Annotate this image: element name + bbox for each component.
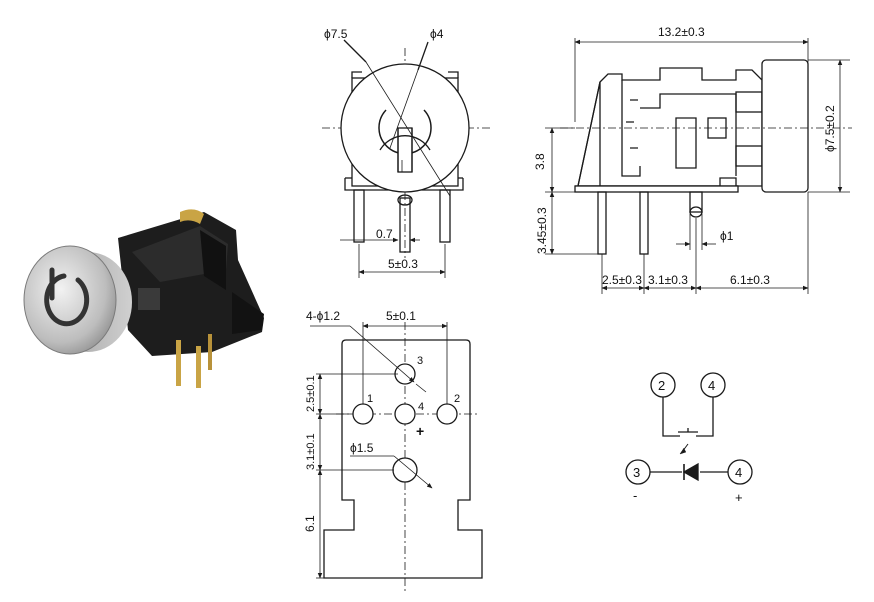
sch-minus-sign: - [633, 488, 637, 503]
fp-plus-mark: + [416, 423, 424, 439]
side-view [545, 38, 852, 294]
fp-pin-1-label: 1 [367, 393, 373, 405]
fp-pin-2-label: 2 [454, 393, 460, 405]
fp-hole-spec-label: 4-ϕ1.2 [306, 309, 340, 323]
side-pitch-b-label: 3.1±0.3 [648, 273, 688, 287]
fp-dim-v1-label: 2.5±0.1 [305, 375, 317, 412]
product-photo [23, 209, 264, 388]
side-length-label: 13.2±0.3 [658, 25, 705, 39]
fp-dim-v2-label: 3.1±0.1 [305, 433, 317, 470]
side-pin-length-label: 3.45±0.3 [535, 207, 549, 254]
schematic-symbol [625, 372, 753, 485]
top-dia-outer-label: ϕ7.5 [324, 27, 348, 41]
fp-dim-v3-label: 6.1 [303, 515, 317, 532]
top-pin-width-label: 0.7 [376, 227, 393, 241]
sch-node-4-top: 4 [708, 378, 715, 393]
side-pitch-a-label: 2.5±0.3 [602, 273, 642, 287]
top-dia-inner-label: ϕ4 [430, 27, 444, 41]
fp-pin-3-label: 3 [417, 355, 423, 367]
sch-node-3: 3 [633, 465, 640, 480]
side-height-label: 3.8 [533, 153, 547, 170]
top-pin-pitch-label: 5±0.3 [388, 257, 418, 271]
sch-node-2: 2 [658, 378, 665, 393]
side-offset-label: 6.1±0.3 [730, 273, 770, 287]
fp-hole-span-label: 5±0.1 [386, 309, 416, 323]
sch-plus-sign: + [735, 490, 743, 505]
pcb-footprint [310, 322, 483, 592]
top-view [322, 39, 492, 278]
side-cap-dia-label: ϕ7.5±0.2 [823, 105, 837, 152]
sch-node-4-bottom: 4 [735, 465, 742, 480]
fp-pin-4-label: 4 [418, 401, 424, 413]
side-pin-dia-label: ϕ1 [720, 229, 734, 243]
fp-big-hole-label: ϕ1.5 [350, 441, 374, 455]
